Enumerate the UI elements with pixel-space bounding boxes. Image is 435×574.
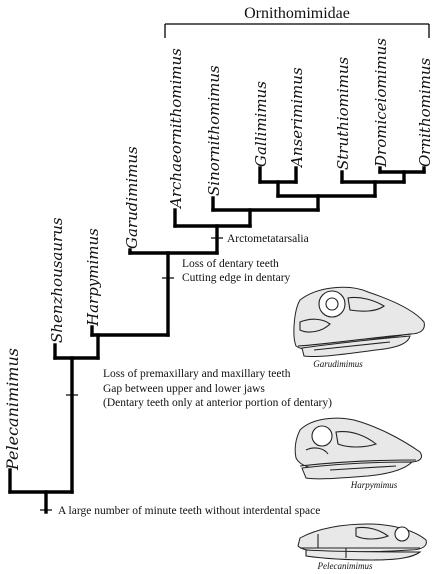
char-loss-dentary-teeth: Loss of dentary teeth bbox=[182, 258, 279, 270]
char-minute-teeth: A large number of minute teeth without i… bbox=[58, 505, 320, 517]
ornithomimidae-bracket bbox=[164, 23, 430, 38]
char-loss-premaxillary: Loss of premaxillary and maxillary teeth bbox=[103, 368, 291, 380]
taxon-pelecanimimus: Pelecanimimus bbox=[3, 348, 22, 471]
clade-label: Ornithomimidae bbox=[244, 5, 350, 22]
harpymimus-skull-drawing bbox=[294, 417, 423, 480]
char-gap-jaws: Gap between upper and lower jaws bbox=[103, 383, 265, 395]
taxon-anserimimus: Anserimimus bbox=[288, 67, 306, 169]
taxon-struthiomimus: Struthiomimus bbox=[334, 56, 352, 170]
taxon-harpymimus: Harpymimus bbox=[84, 228, 102, 327]
taxon-dromiceiomimus: Dromiceiomimus bbox=[372, 38, 390, 168]
taxon-shenzhousaurus: Shenzhousaurus bbox=[48, 217, 66, 343]
char-dentary-anterior: (Dentary teeth only at anterior portion … bbox=[103, 397, 332, 409]
char-cutting-edge: Cutting edge in dentary bbox=[182, 272, 291, 284]
taxon-ornithomimus: Ornithomimus bbox=[416, 57, 434, 167]
char-arctometatarsalia: Arctometatarsalia bbox=[227, 233, 309, 245]
tree-branches bbox=[8, 166, 426, 514]
character-ticks bbox=[40, 237, 223, 511]
taxon-sinornithomimus: Sinornithomimus bbox=[205, 65, 223, 196]
taxon-garudimimus: Garudimimus bbox=[123, 146, 141, 249]
pelecanimimus-skull-drawing bbox=[297, 523, 427, 561]
caption-pelecanimimus: Pelecanimimus bbox=[317, 561, 373, 571]
caption-harpymimus: Harpymimus bbox=[350, 480, 398, 490]
taxon-gallimimus: Gallimimus bbox=[252, 81, 270, 167]
garudimimus-skull-drawing bbox=[293, 286, 425, 358]
taxon-archaeornithomimus: Archaeornithomimus bbox=[167, 48, 185, 210]
caption-garudimimus: Garudimimus bbox=[313, 359, 363, 369]
